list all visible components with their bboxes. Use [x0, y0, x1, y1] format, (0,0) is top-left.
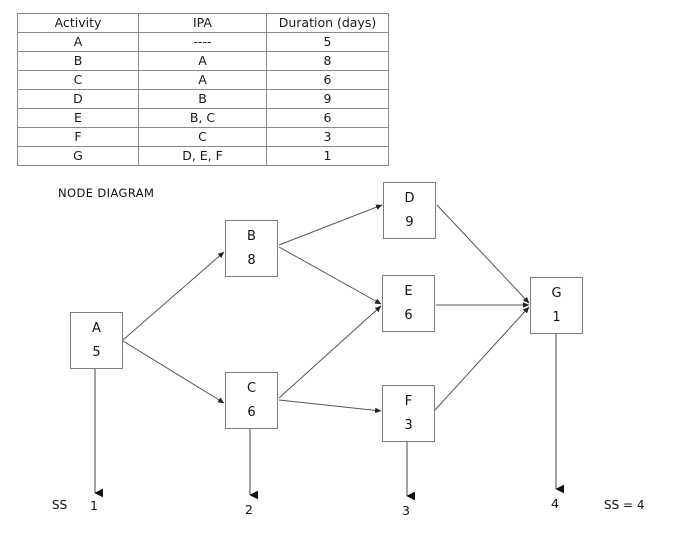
edge-a-b: [122, 251, 225, 341]
node-d-id: D: [404, 191, 415, 206]
cell-activity: B: [17, 51, 139, 71]
edge-c-e: [278, 305, 382, 399]
table-row: F C 3: [17, 127, 389, 147]
arrow-number-1: 1: [90, 498, 98, 513]
cell-activity: G: [17, 146, 139, 166]
node-c-id: C: [246, 381, 257, 396]
cell-duration: 5: [266, 32, 389, 52]
column-header-activity: Activity: [17, 13, 139, 33]
node-f-id: F: [404, 394, 413, 409]
cell-activity: D: [17, 89, 139, 109]
node-a-id: A: [92, 321, 101, 336]
node-g-id: G: [551, 286, 562, 301]
edge-b-d: [278, 204, 383, 246]
cell-duration: 1: [266, 146, 389, 166]
cell-duration: 3: [266, 127, 389, 147]
cell-ipa: B: [138, 89, 267, 109]
cell-duration: 9: [266, 89, 389, 109]
table-row: A ---- 5: [17, 32, 389, 52]
cell-activity: C: [17, 70, 139, 90]
node-box-g[interactable]: G 1: [530, 277, 583, 334]
node-g-duration: 1: [552, 310, 561, 325]
node-box-a[interactable]: A 5: [70, 312, 123, 369]
edge-f-g: [434, 306, 530, 411]
table-row: E B, C 6: [17, 108, 389, 128]
edge-a-c: [122, 340, 225, 404]
cell-ipa: ----: [138, 32, 267, 52]
diagram-title: NODE DIAGRAM: [58, 186, 155, 200]
cell-activity: E: [17, 108, 139, 128]
activity-table: Activity IPA Duration (days) A ---- 5 B …: [17, 13, 389, 166]
node-f-duration: 3: [404, 418, 413, 433]
cell-activity: F: [17, 127, 139, 147]
node-b-id: B: [247, 229, 256, 244]
table-header-row: Activity IPA Duration (days): [17, 13, 389, 33]
node-c-duration: 6: [247, 405, 256, 420]
table-row: C A 6: [17, 70, 389, 90]
cell-duration: 6: [266, 70, 389, 90]
arrow-number-4: 4: [551, 496, 559, 511]
edge-d-g: [436, 204, 530, 304]
table-row: G D, E, F 1: [17, 146, 389, 166]
node-box-b[interactable]: B 8: [225, 220, 278, 277]
cell-activity: A: [17, 32, 139, 52]
ss-total-label: SS = 4: [604, 498, 645, 512]
cell-ipa: A: [138, 51, 267, 71]
node-b-duration: 8: [247, 253, 256, 268]
arrow-number-2: 2: [245, 502, 253, 517]
cell-ipa: B, C: [138, 108, 267, 128]
edge-c-f: [278, 399, 382, 414]
cell-ipa: D, E, F: [138, 146, 267, 166]
node-box-c[interactable]: C 6: [225, 372, 278, 429]
cell-duration: 6: [266, 108, 389, 128]
node-a-duration: 5: [92, 345, 101, 360]
node-box-f[interactable]: F 3: [382, 385, 435, 442]
ss-label: SS: [52, 498, 68, 512]
arrow-number-3: 3: [402, 503, 410, 518]
node-box-e[interactable]: E 6: [382, 275, 435, 332]
node-e-duration: 6: [404, 308, 413, 323]
node-e-id: E: [404, 284, 413, 299]
table-row: B A 8: [17, 51, 389, 71]
cell-duration: 8: [266, 51, 389, 71]
column-header-ipa: IPA: [138, 13, 267, 33]
cell-ipa: C: [138, 127, 267, 147]
column-header-duration: Duration (days): [266, 13, 389, 33]
node-box-d[interactable]: D 9: [383, 182, 436, 239]
node-d-duration: 9: [405, 215, 414, 230]
table-row: D B 9: [17, 89, 389, 109]
cell-ipa: A: [138, 70, 267, 90]
edge-b-e: [278, 246, 382, 305]
